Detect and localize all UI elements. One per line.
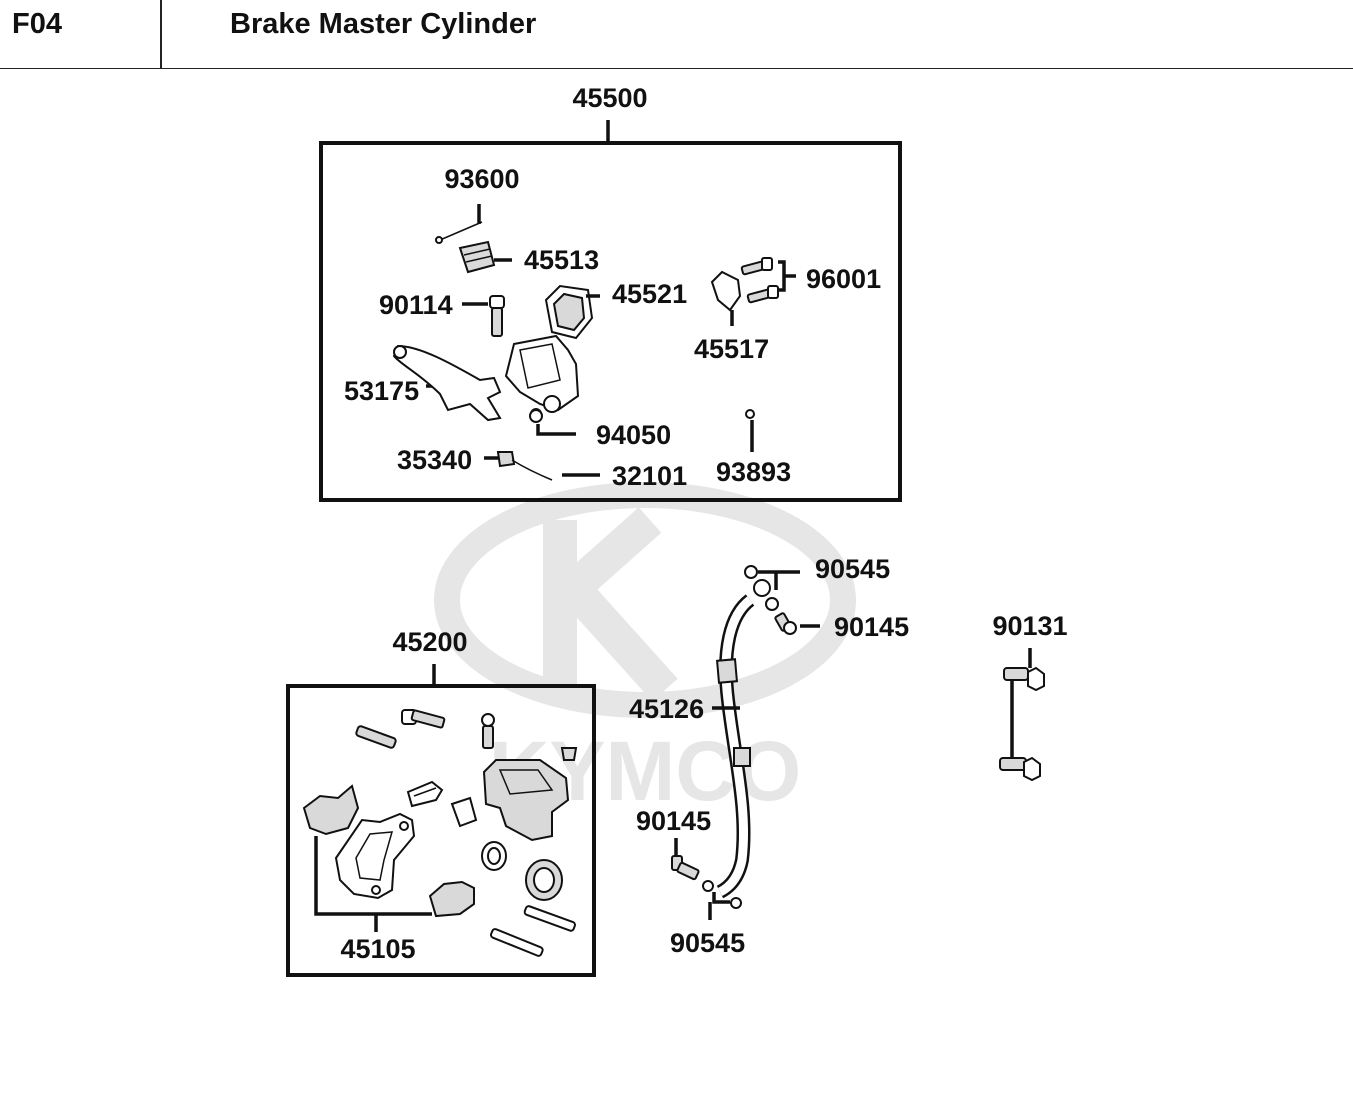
label-93893: 93893 bbox=[716, 457, 791, 487]
slide-pin-a bbox=[355, 725, 397, 749]
label-90545-bottom: 90545 bbox=[670, 928, 745, 958]
caliper-piston bbox=[525, 859, 563, 901]
label-90145-top: 90145 bbox=[834, 612, 909, 642]
leader-45105 bbox=[314, 836, 432, 916]
diaphragm-45521 bbox=[544, 284, 600, 340]
pin-93600 bbox=[435, 204, 483, 244]
label-90131: 90131 bbox=[992, 611, 1067, 641]
label-45513: 45513 bbox=[524, 245, 599, 275]
piston-seal bbox=[481, 841, 507, 871]
pad-pin-a bbox=[523, 905, 576, 932]
holder-45517 bbox=[710, 270, 742, 326]
header-divider bbox=[160, 0, 162, 68]
label-45105: 45105 bbox=[340, 934, 415, 964]
hose-ferrule bbox=[733, 747, 751, 767]
slide-pin-b bbox=[401, 709, 446, 729]
caliper-assembly: 45200 45105 bbox=[286, 627, 596, 977]
assembly-box-45200 bbox=[286, 684, 596, 977]
washer-90545-top-c bbox=[765, 597, 779, 611]
label-45517: 45517 bbox=[694, 334, 769, 364]
label-93600: 93600 bbox=[444, 164, 519, 194]
pad-spring bbox=[406, 780, 444, 808]
label-96001: 96001 bbox=[806, 264, 881, 294]
switch-35340 bbox=[484, 451, 516, 468]
label-35340: 35340 bbox=[397, 445, 472, 475]
pad-pin-b bbox=[489, 928, 544, 957]
washer-90545-top-a bbox=[744, 565, 758, 579]
label-45200: 45200 bbox=[392, 627, 467, 657]
section-code: F04 bbox=[12, 8, 62, 40]
assembly-box-45500 bbox=[319, 141, 902, 502]
brake-pad-right bbox=[428, 880, 475, 918]
bleeder-valve bbox=[481, 713, 495, 749]
label-32101: 32101 bbox=[612, 461, 687, 491]
label-45126: 45126 bbox=[629, 694, 704, 724]
master-cylinder-body bbox=[504, 334, 580, 420]
washer-90545-top-b bbox=[753, 579, 771, 597]
bolt-90114 bbox=[462, 295, 505, 337]
lever-53175 bbox=[392, 344, 502, 422]
screw-94050 bbox=[529, 409, 576, 436]
label-53175: 53175 bbox=[344, 376, 419, 406]
screw-93893 bbox=[745, 409, 755, 452]
label-90545-top: 90545 bbox=[815, 554, 890, 584]
banjo-bolt-90145-top bbox=[774, 612, 820, 635]
bolts-96001 bbox=[740, 257, 796, 304]
pad-retainer bbox=[450, 796, 478, 828]
caliper-bracket bbox=[334, 812, 416, 900]
master-cylinder-assembly: 45500 93600 45513 45521 96001 90114 4551… bbox=[319, 83, 902, 502]
leader-90545-bottom bbox=[712, 892, 730, 904]
washer-90545-bottom-a bbox=[702, 880, 714, 892]
label-45521: 45521 bbox=[612, 279, 687, 309]
washer-90545-bottom-b bbox=[730, 897, 742, 909]
label-94050: 94050 bbox=[596, 420, 671, 450]
reservoir-cap-45513 bbox=[458, 240, 512, 274]
banjo-bolt-90145-bottom bbox=[671, 838, 700, 881]
caliper-body bbox=[482, 759, 570, 842]
wire-32101 bbox=[511, 459, 600, 481]
hose-assembly: 90545 90145 45126 90145 90545 bbox=[629, 554, 909, 958]
bolt-90131: 90131 bbox=[992, 611, 1068, 782]
label-90145-bottom: 90145 bbox=[636, 806, 711, 836]
bleeder-cap bbox=[560, 747, 578, 761]
page-title: Brake Master Cylinder bbox=[230, 8, 537, 40]
label-90114: 90114 bbox=[379, 290, 453, 320]
hose-sleeve bbox=[715, 658, 739, 684]
page-header: F04 Brake Master Cylinder bbox=[0, 0, 1353, 69]
label-45500: 45500 bbox=[572, 83, 647, 113]
brake-pad-left bbox=[302, 784, 360, 836]
